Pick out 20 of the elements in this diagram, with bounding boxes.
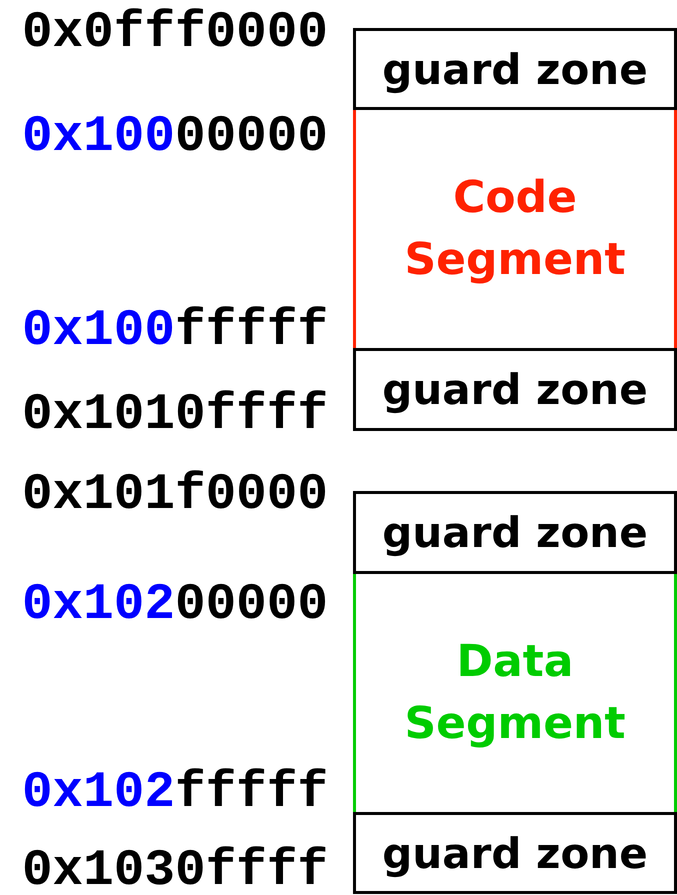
memory-address: 0x0fff0000	[22, 8, 328, 59]
segment-label: Data Segment	[403, 635, 627, 751]
memory-address: 0x10000000	[22, 112, 328, 163]
segment-label: Code Segment	[403, 171, 627, 287]
memory-address: 0x102fffff	[22, 768, 328, 819]
memory-address: 0x1010ffff	[22, 390, 328, 441]
segment-label: guard zone	[382, 44, 648, 94]
segment-label: guard zone	[382, 365, 648, 414]
guard-zone-box	[353, 812, 677, 894]
guard-zone-box	[353, 348, 677, 431]
memory-address: 0x100fffff	[22, 306, 328, 357]
segment-label: guard zone	[382, 508, 648, 557]
memory-address: 0x101f0000	[22, 470, 328, 521]
memory-segment-box	[353, 572, 677, 814]
memory-address: 0x1030ffff	[22, 846, 328, 895]
guard-zone-box	[353, 28, 677, 110]
segment-label: guard zone	[382, 828, 648, 878]
memory-address: 0x10200000	[22, 580, 328, 631]
guard-zone-box	[353, 491, 677, 574]
memory-segment-box	[353, 108, 677, 350]
